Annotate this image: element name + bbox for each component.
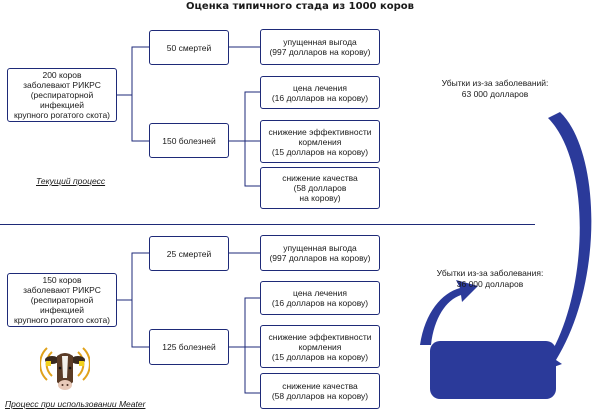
arrow-down-shape	[540, 112, 592, 372]
treatment-box-meater: цена лечения (16 долларов на корову)	[260, 281, 380, 315]
caption-meater: Процесс при использовании Meater	[5, 399, 146, 409]
lost-profit-box-current: упущенная выгода (997 долларов на корову…	[260, 29, 380, 65]
meater-result-box	[430, 341, 556, 399]
deaths-box-current: 50 смертей	[149, 30, 229, 65]
feed-box-meater: снижение эффективности кормления (15 дол…	[260, 325, 380, 368]
loss-meater: Убытки из-за заболевания: 36 000 долларо…	[436, 268, 544, 289]
section-divider	[0, 224, 535, 225]
herd-box-current: 200 коров заболевают РИКРС (респираторно…	[7, 68, 117, 122]
quality-box-meater: снижение качества (58 долларов на корову…	[260, 373, 380, 409]
lost-profit-box-meater: упущенная выгода (997 долларов на корову…	[260, 235, 380, 271]
feed-box-current: снижение эффективности кормления (15 дол…	[260, 120, 380, 163]
page-title: Оценка типичного стада из 1000 коров	[186, 1, 414, 12]
diseases-box-meater: 125 болезней	[149, 329, 229, 365]
diseases-box-current: 150 болезней	[149, 123, 229, 158]
loss-current: Убытки из-за заболеваний: 63 000 долларо…	[441, 78, 549, 99]
deaths-box-meater: 25 смертей	[149, 236, 229, 271]
herd-box-meater: 150 коров заболевают РИКРС (респираторно…	[7, 273, 117, 327]
treatment-box-current: цена лечения (16 долларов на корову)	[260, 76, 380, 109]
quality-box-current: снижение качества (58 долларов на корову…	[260, 167, 380, 209]
caption-current: Текущий процесс	[36, 176, 106, 186]
cow-with-signal-icon	[40, 347, 90, 390]
